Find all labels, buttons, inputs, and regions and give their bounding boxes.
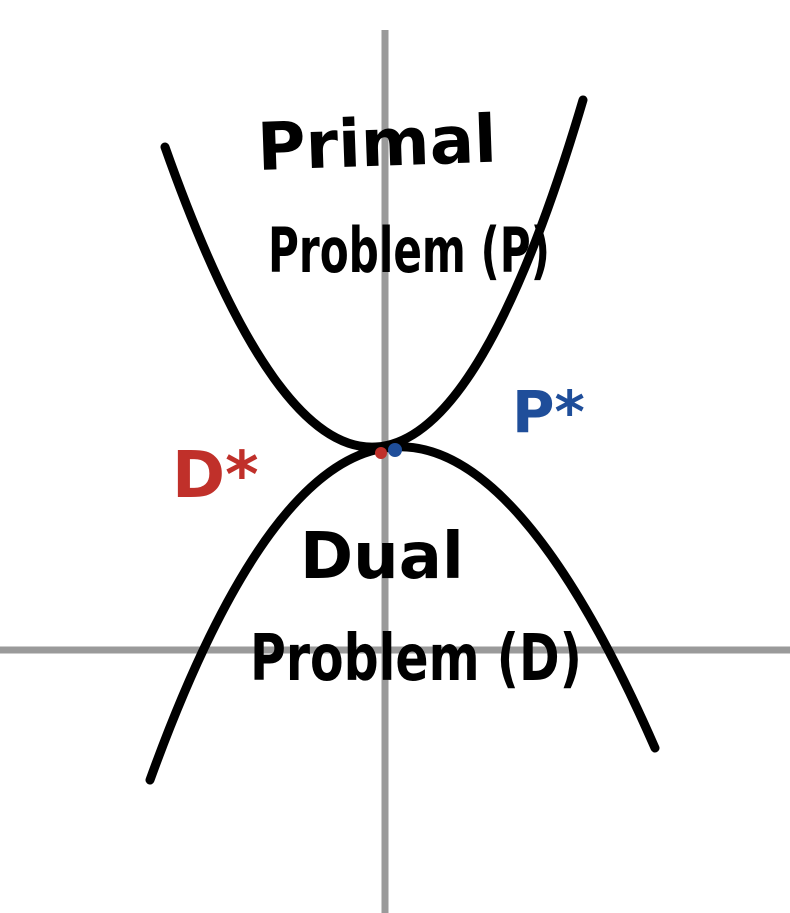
p-star-point <box>388 443 402 457</box>
primal-label-line1: Primal <box>256 101 498 186</box>
d-star-point <box>375 447 387 459</box>
p-star-label: P* <box>512 378 585 446</box>
dual-label-line1: Dual <box>300 520 464 594</box>
primal-label-line2: Problem (P) <box>268 214 550 287</box>
d-star-label: D* <box>172 439 259 513</box>
dual-label-line2: Problem (D) <box>250 622 582 696</box>
